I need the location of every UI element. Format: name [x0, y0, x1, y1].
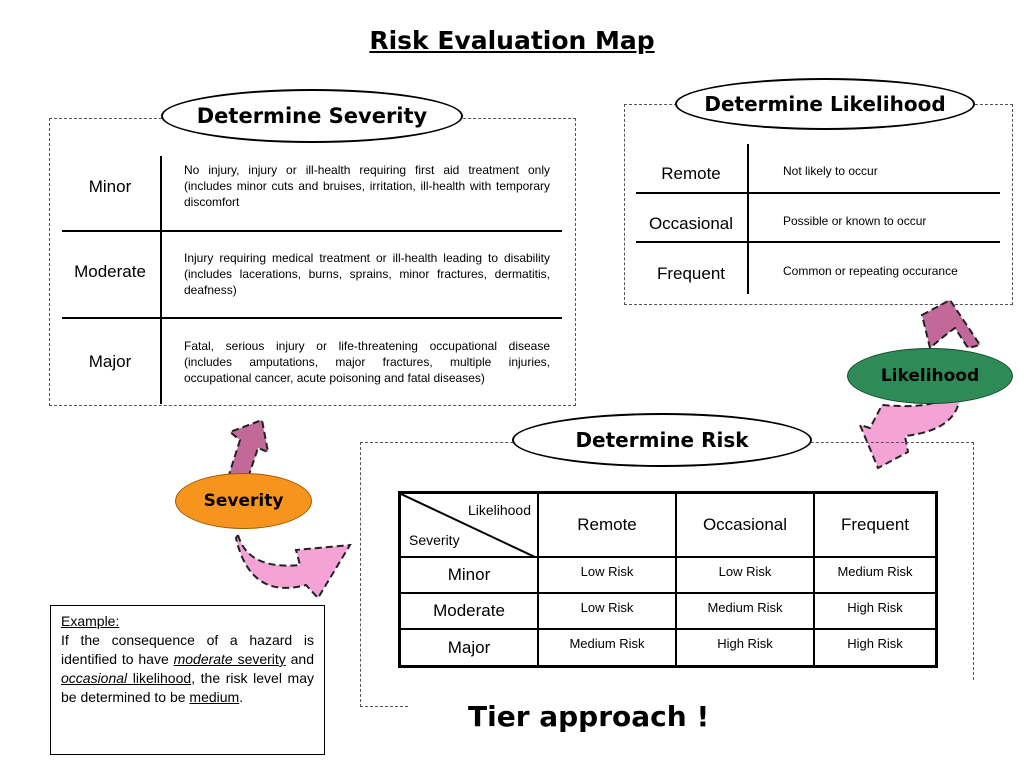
risk-cell: High Risk	[813, 628, 938, 668]
corner-severity-label: Severity	[409, 531, 460, 548]
corner-diagonal	[401, 494, 537, 558]
likelihood-row-line	[636, 241, 1000, 243]
likelihood-row-line	[636, 192, 1000, 194]
risk-row-label: Minor	[398, 555, 539, 594]
severity-level-moderate: Moderate	[74, 262, 146, 281]
severity-arrow-top	[226, 418, 270, 479]
risk-row-label: Moderate	[398, 591, 539, 631]
risk-row-moderate: Moderate Low Risk Medium Risk High Risk	[398, 591, 938, 631]
tier-approach-caption: Tier approach !	[468, 700, 710, 733]
severity-divider	[160, 156, 162, 404]
example-occasional: occasional	[61, 670, 128, 686]
severity-desc-minor: No injury, injury or ill-health requirin…	[184, 163, 550, 209]
severity-desc-major: Fatal, serious injury or life-threatenin…	[184, 339, 550, 385]
likelihood-level-occasional: Occasional	[648, 214, 734, 233]
likelihood-divider	[747, 144, 749, 294]
example-box: Example: If the consequence of a hazard …	[50, 605, 325, 755]
example-likelihood: likelihood	[127, 670, 192, 686]
risk-cell: Medium Risk	[813, 555, 938, 594]
risk-row-label: Major	[398, 628, 539, 668]
example-heading: Example:	[61, 613, 120, 629]
likelihood-desc-frequent: Common or repeating occurance	[783, 264, 958, 278]
severity-row-line	[62, 317, 562, 319]
example-text: , the risk level may be determined to be	[61, 670, 314, 705]
risk-heading: Determine Risk	[512, 413, 812, 467]
likelihood-desc-remote: Not likely to occur	[783, 164, 878, 178]
severity-heading: Determine Severity	[161, 89, 463, 143]
risk-matrix: Likelihood Severity Remote Occasional Fr…	[398, 491, 938, 668]
severity-arrow-bottom	[234, 532, 352, 600]
likelihood-level-remote: Remote	[661, 164, 721, 183]
likelihood-desc-occasional: Possible or known to occur	[783, 214, 927, 228]
example-severity: severity	[232, 651, 286, 667]
severity-badge: Severity	[175, 473, 312, 529]
risk-col-remote: Remote	[537, 491, 677, 558]
risk-cell: Medium Risk	[537, 628, 677, 668]
risk-cell: Low Risk	[537, 555, 677, 594]
corner-likelihood-label: Likelihood	[467, 502, 531, 518]
severity-level-minor: Minor	[88, 177, 132, 196]
example-moderate: moderate	[173, 651, 233, 667]
risk-col-frequent: Frequent	[813, 491, 938, 558]
likelihood-level-frequent: Frequent	[656, 264, 726, 283]
risk-cell: High Risk	[813, 591, 938, 631]
example-text: .	[239, 689, 244, 705]
likelihood-arrow-top	[920, 298, 982, 350]
severity-row-line	[62, 230, 562, 232]
severity-desc-moderate: Injury requiring medical treatment or il…	[184, 251, 550, 297]
risk-matrix-corner: Likelihood Severity	[398, 491, 539, 558]
page-title: Risk Evaluation Map	[369, 26, 655, 55]
risk-cell: High Risk	[675, 628, 815, 668]
risk-cell: Low Risk	[675, 555, 815, 594]
example-text: If the consequence of a hazard is identi…	[61, 632, 314, 667]
risk-col-occasional: Occasional	[675, 491, 815, 558]
example-medium: medium	[189, 689, 240, 705]
severity-level-major: Major	[88, 352, 132, 371]
risk-cell: Medium Risk	[675, 591, 815, 631]
risk-panel-right-border	[973, 442, 974, 680]
likelihood-heading: Determine Likelihood	[675, 78, 975, 130]
risk-row-major: Major Medium Risk High Risk High Risk	[398, 628, 938, 668]
risk-row-minor: Minor Low Risk Low Risk Medium Risk	[398, 555, 938, 594]
risk-cell: Low Risk	[537, 591, 677, 631]
risk-panel-bottom-border	[360, 706, 408, 707]
likelihood-badge: Likelihood	[847, 348, 1013, 404]
example-text: and	[285, 651, 315, 667]
